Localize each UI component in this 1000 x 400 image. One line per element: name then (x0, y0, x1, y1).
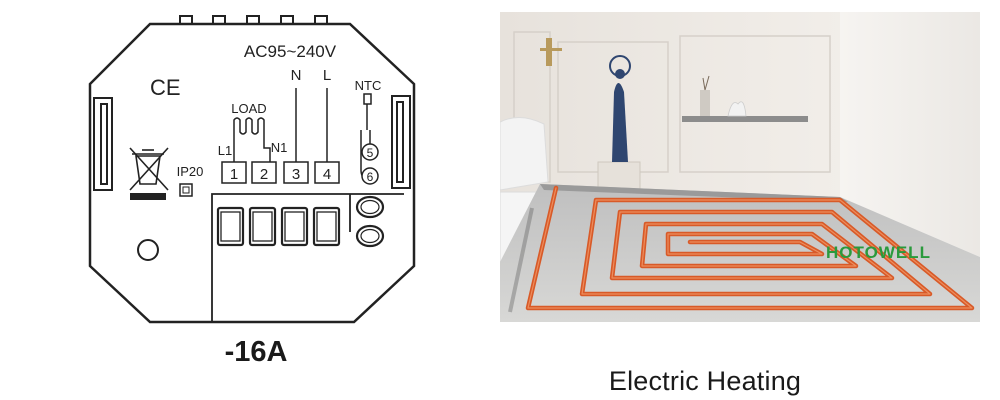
current-rating-caption: -16A (224, 336, 288, 368)
ntc-terminals: 5 6 (361, 143, 379, 185)
brand-watermark: HOTOWELL (826, 243, 931, 262)
ce-mark: CE (150, 75, 181, 100)
ip-rating-label: IP20 (177, 164, 204, 179)
terminal-6-label: 6 (367, 170, 374, 184)
terminal-block: 1 2 3 4 (221, 161, 340, 184)
cable-highlight (527, 187, 973, 309)
ntc-screw-holes (355, 195, 385, 248)
terminal-2-label: 2 (260, 166, 268, 183)
neutral-label: N (291, 67, 302, 84)
right-side-clip (391, 95, 411, 189)
electric-heating-caption: Electric Heating (608, 366, 802, 396)
wiring-diagram: AC95~240V N L CE LOAD L1 N1 1 2 3 4 (88, 15, 416, 324)
lower-housing (211, 193, 404, 322)
load-label: LOAD (231, 101, 266, 116)
ip-rating-box (179, 183, 193, 197)
l1-label: L1 (218, 143, 232, 158)
terminal-1-label: 1 (230, 166, 238, 183)
line-label: L (323, 67, 331, 84)
heating-room-illustration: HOTOWELL (500, 12, 980, 322)
wiring-diagram-panel: AC95~240V N L CE LOAD L1 N1 1 2 3 4 (0, 0, 480, 400)
wall-sconce (540, 38, 562, 66)
terminal-5-label: 5 (367, 146, 374, 160)
heater-symbol (233, 117, 265, 136)
weee-bin-icon (129, 147, 169, 200)
left-side-clip (93, 97, 113, 191)
electric-heating-photo: HOTOWELL (500, 12, 980, 322)
terminal-screw-slots (216, 206, 341, 247)
mounting-hole (137, 239, 159, 261)
voltage-label: AC95~240V (244, 42, 337, 61)
terminal-3-label: 3 (292, 166, 300, 183)
side-wall (840, 12, 980, 257)
n1-label: N1 (271, 140, 288, 155)
wall-shelf (682, 75, 808, 122)
terminal-4-label: 4 (323, 166, 331, 183)
wiring-lines (233, 88, 328, 162)
heating-cable (525, 185, 975, 311)
ntc-label: NTC (355, 78, 382, 93)
